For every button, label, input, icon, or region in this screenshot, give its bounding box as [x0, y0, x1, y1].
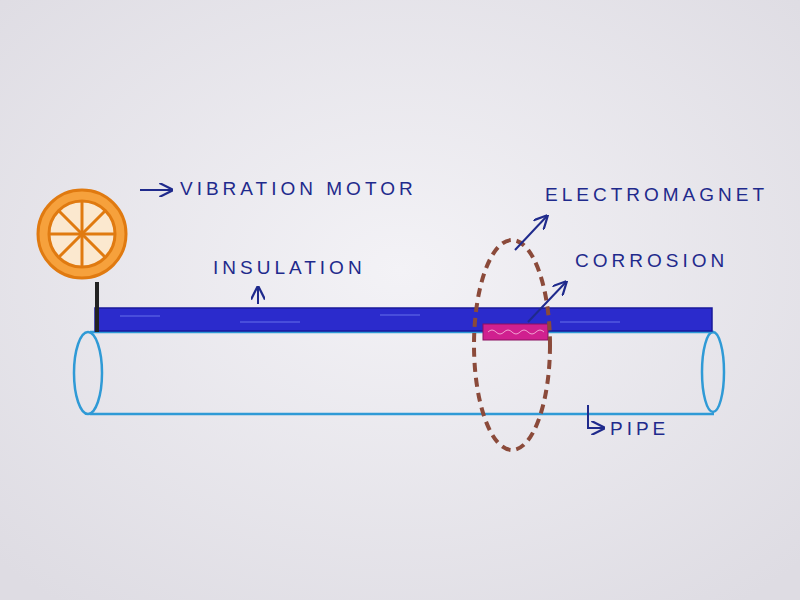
leader-lines — [140, 190, 604, 428]
vibration-motor — [38, 190, 126, 332]
motor-label: VIBRATION MOTOR — [180, 178, 417, 201]
pipe-label: PIPE — [610, 418, 669, 441]
electromagnet-label: ELECTROMAGNET — [545, 184, 768, 207]
corrosion-patch — [483, 324, 548, 340]
corrosion-label: CORROSION — [575, 250, 728, 273]
insulation-texture — [120, 315, 620, 322]
corrosion-texture — [488, 330, 544, 334]
electromagnet-coil — [474, 240, 550, 450]
insulation-label: INSULATION — [213, 257, 366, 280]
pipe — [74, 332, 724, 414]
insulation-band — [95, 308, 712, 331]
